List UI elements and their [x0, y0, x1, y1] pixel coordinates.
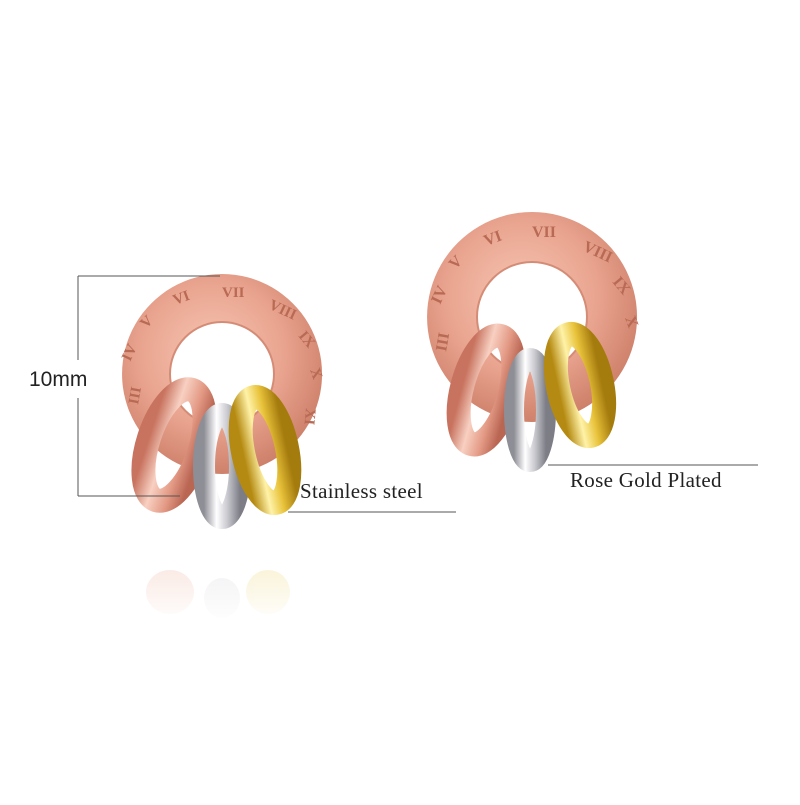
dimension-label: 10mm [29, 368, 88, 391]
material-label: Stainless steel [300, 479, 423, 503]
callout-lines [77, 275, 758, 513]
svg-text:VII: VII [532, 224, 556, 241]
right-gold-ring [543, 321, 617, 449]
svg-text:X: X [306, 366, 325, 382]
right-silver-ring [504, 348, 556, 472]
svg-text:IV: IV [428, 283, 451, 307]
svg-text:III: III [126, 386, 145, 406]
svg-text:III: III [433, 331, 453, 352]
svg-text:VI: VI [482, 228, 505, 250]
left-earring: III IV V VI VII VIII IX X XI [119, 274, 325, 625]
right-earring: III IV V VI VII VIII IX X [427, 212, 641, 472]
right-numerals: III IV V VI VII VIII IX X [428, 224, 641, 353]
left-gold-ring [228, 384, 302, 516]
plating-label: Rose Gold Plated [570, 468, 722, 492]
svg-text:XI: XI [301, 408, 318, 426]
svg-text:VI: VI [171, 288, 192, 309]
svg-text:VII: VII [222, 285, 245, 301]
svg-text:IV: IV [119, 342, 141, 364]
